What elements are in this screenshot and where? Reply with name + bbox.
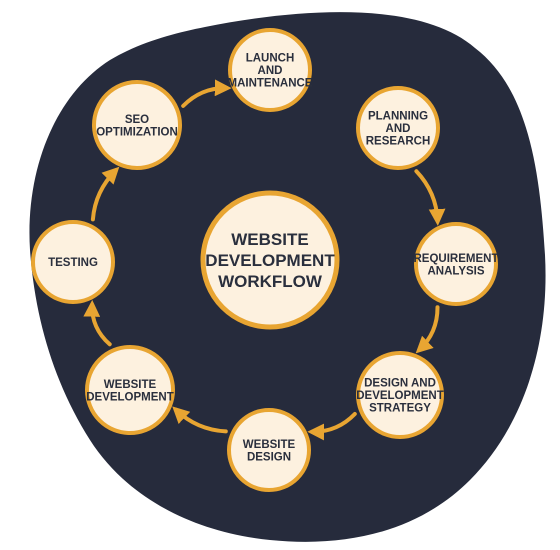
node-label-design-line-2: DESIGN [247,451,291,463]
workflow-nodes: PLANNINGANDRESEARCHREQUIREMENTANALYSISDE… [31,28,499,492]
node-testing: TESTING [31,220,115,304]
arrow-development-to-testing [83,299,112,347]
node-circle-development [85,345,175,435]
node-label-launch-line-2: AND [258,65,283,77]
node-circle-design [227,408,311,492]
node-circle-requirement [414,222,498,306]
arrow-planning-to-requirement [414,169,446,226]
node-circle-seo [92,80,182,170]
node-label-requirement-line-2: ANALYSIS [427,265,484,277]
node-label-strategy-line-3: STRATEGY [369,403,431,415]
node-label-strategy-line-1: DESIGN AND [364,378,436,390]
arrow-strategy-to-design [307,412,357,441]
node-label-launch-line-3: MAINTENANCE [228,78,313,90]
node-circle-strategy [356,351,444,439]
node-label-development-line-2: DEVELOPMENT [86,391,174,403]
center-circle [200,190,340,330]
center-label-line-3: WORKFLOW [218,272,323,291]
node-circle-launch [228,28,312,112]
node-label-development-line-1: WEBSITE [104,379,157,391]
node-label-planning-line-2: AND [386,123,411,135]
node-label-requirement-line-1: REQUIREMENT [414,253,499,265]
node-label-testing-line-1: TESTING [48,257,98,269]
node-circle-planning [356,86,440,170]
node-label-launch-line-1: LAUNCH [246,53,295,65]
center-node: WEBSITE DEVELOPMENT WORKFLOW [200,190,340,330]
node-label-strategy-line-2: DEVELOPMENT [356,390,444,402]
workflow-arrows [83,79,446,441]
node-label-planning-line-3: RESEARCH [366,136,431,148]
center-label-line-1: WEBSITE [231,230,308,249]
center-label-line-2: DEVELOPMENT [205,251,335,270]
node-label-design-line-1: WEBSITE [243,439,296,451]
node-label-seo-line-1: SEO [125,114,149,126]
arrow-seo-to-launch [181,79,232,108]
arrow-testing-to-seo [90,166,120,222]
arrow-requirement-to-strategy [415,305,440,354]
node-circle-testing [31,220,115,304]
node-label-planning-line-1: PLANNING [368,111,428,123]
node-label-seo-line-2: OPTIMIZATION [96,126,178,138]
arrow-design-to-development [172,406,228,434]
